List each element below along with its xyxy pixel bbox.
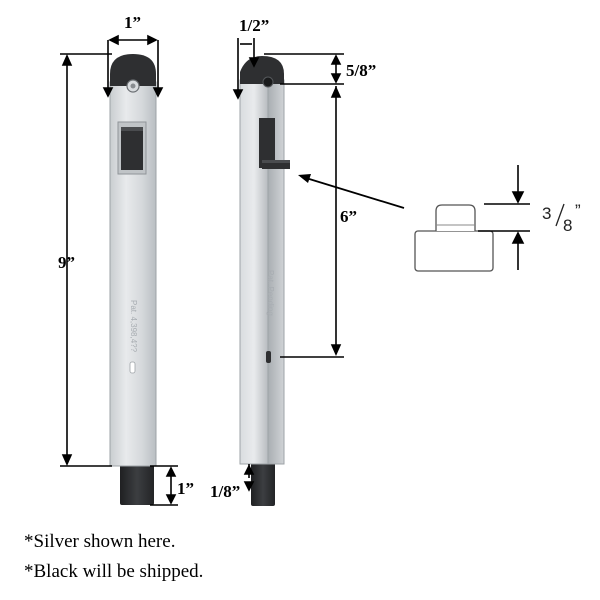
latch-fraction-slash [555,203,565,227]
front-view-bolt: Pat. 4,398,4?? [109,54,157,505]
front-width-dimension [102,34,164,98]
svg-text:Pat. Pending: Pat. Pending [266,270,275,316]
side-top-cap [240,56,284,84]
side-lower-slot [266,351,271,363]
latch-height-unit: ” [575,201,581,220]
tip-thickness-label: 1/8” [210,482,240,501]
front-bottom-tip [120,463,154,505]
side-width-dimension [232,38,260,100]
front-lower-slot [129,361,136,374]
latch-height-dimension [478,165,530,270]
note-black: *Black will be shipped. [24,561,204,582]
tip-thickness-dimension [243,464,255,492]
latch-detail [414,204,494,272]
latch-base [414,230,494,272]
front-tip-dimension [150,465,178,506]
latch-height-fraction: 8 [563,216,572,235]
side-slide-knob [262,160,290,169]
front-height-dimension [60,53,112,467]
front-tip-label: 1” [177,479,194,498]
latch-callout-arrow [298,174,405,209]
latch-height-whole: 3 [542,204,551,223]
side-bottom-tip [251,460,275,506]
front-slide-knob [121,127,143,170]
svg-text:Pat. 4,398,4??: Pat. 4,398,4?? [129,300,138,353]
side-slide-slot [259,118,275,168]
hole-offset-label: 5/8” [346,61,376,80]
latch-knob [435,204,476,231]
front-width-label: 1” [124,13,141,32]
note-silver: *Silver shown here. [24,531,176,552]
front-top-cap [110,54,156,86]
front-height-label: 9” [58,253,75,272]
hole-offset-dimension [264,53,344,85]
side-cap-hole [262,76,274,88]
hole-span-label: 6” [340,207,357,226]
side-view-bolt: Pat. Pending [239,56,290,506]
side-width-label: 1/2” [239,16,269,35]
hole-span-dimension [280,86,344,358]
